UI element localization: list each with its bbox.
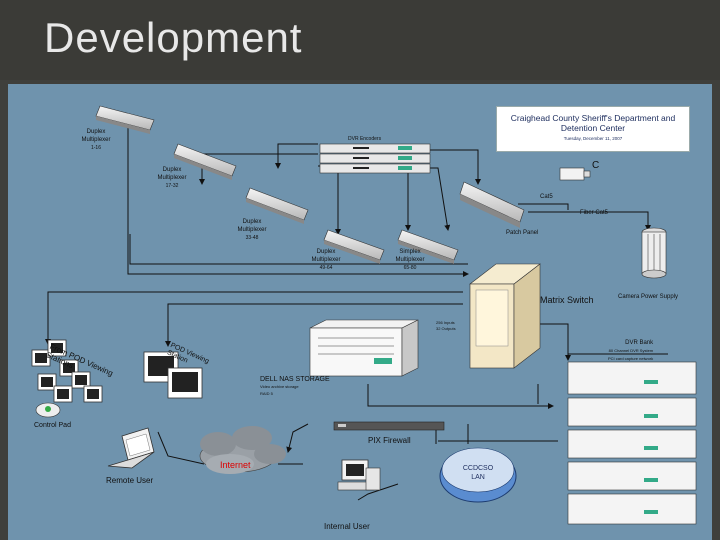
- link-line: [157, 431, 205, 465]
- link-line: [129, 234, 468, 265]
- mux3-label-a: Duplex: [242, 219, 262, 225]
- org-header-box: Craighead County Sheriff's Department an…: [496, 106, 690, 152]
- internet-cloud: [199, 426, 286, 474]
- link-line: [165, 303, 463, 347]
- mux1-label-b: Multiplexer: [81, 137, 111, 143]
- link-line: [318, 165, 341, 235]
- link-line: [127, 114, 469, 277]
- cat5-label: Cat5: [540, 194, 553, 200]
- mux4-label-c: 49-64: [319, 265, 333, 271]
- multiplexer-5: [397, 229, 459, 264]
- remote-laptop: [107, 427, 155, 469]
- mux4-label-a: Duplex: [316, 249, 336, 255]
- mux2-label-b: Multiplexer: [157, 175, 187, 181]
- diagram-canvas: [31, 105, 697, 525]
- encoder-label: DVR Encoders: [348, 136, 382, 142]
- internet-label: Internet: [220, 460, 251, 470]
- lan-disc: [439, 447, 517, 503]
- org-line-2: Detention Center: [560, 123, 626, 133]
- network-diagram: Craighead County Sheriff's Department an…: [8, 84, 712, 540]
- camera-power-label: Camera Power Supply: [618, 294, 679, 300]
- mux5-label-c: 65-80: [403, 265, 417, 271]
- link-line: [367, 384, 554, 409]
- mux5-label-a: Simplex: [399, 249, 421, 255]
- fiber-cat5-label: Fiber Cat5: [580, 210, 609, 216]
- link-line: [420, 167, 451, 231]
- mux1-label-c: 1-16: [90, 145, 101, 151]
- link-line: [357, 483, 399, 501]
- matrix-switch-label: Matrix Switch: [540, 295, 594, 305]
- mux2-label-c: 17-32: [165, 183, 179, 189]
- mux3-label-c: 33-48: [245, 235, 259, 241]
- link-line: [275, 143, 318, 169]
- matrix-switch-cabinet: [469, 263, 541, 369]
- link-line: [528, 211, 651, 231]
- control-pad-device: [35, 402, 61, 418]
- mux2-label-a: Duplex: [162, 167, 182, 173]
- internal-user-label: Internal User: [324, 522, 370, 531]
- dvr-bank-label-b: 80 Channel DVR System: [608, 348, 654, 353]
- mux4-label-b: Multiplexer: [311, 257, 341, 263]
- patch-panel-label: Patch Panel: [506, 230, 539, 236]
- link-line: [518, 203, 569, 210]
- multiplexer-2: [173, 143, 237, 180]
- pix-label: PIX Firewall: [368, 436, 411, 445]
- link-line: [538, 323, 571, 361]
- mux3-label-b: Multiplexer: [237, 227, 267, 233]
- dvr-bank-label-a: DVR Bank: [625, 340, 654, 346]
- nas-label-a: DELL NAS STORAGE: [260, 376, 330, 383]
- matrix-note-1: 256 Inputs: [436, 320, 455, 325]
- encoder-stack: [319, 143, 431, 174]
- camera-power-supply: [641, 227, 667, 279]
- dvr-bank: [567, 361, 697, 525]
- slide-title: Development: [44, 14, 303, 61]
- org-line-1: Craighead County Sheriff's Department an…: [510, 113, 676, 123]
- remote-user-label: Remote User: [106, 476, 154, 485]
- camera-label: C: [592, 160, 600, 171]
- lan-label-a: CCDCSO: [462, 465, 494, 472]
- nas-storage: [309, 319, 419, 377]
- org-name: Craighead County Sheriff's Department an…: [497, 113, 689, 133]
- pix-firewall: [333, 421, 445, 431]
- org-date: Tuesday, December 11, 2007: [563, 136, 623, 141]
- multiplexer-3: [245, 187, 309, 224]
- nas-label-b: Video archive storage: [260, 384, 299, 389]
- title-bar: [0, 0, 720, 80]
- link-line: [286, 423, 309, 453]
- pod-viewing-monitors: [31, 339, 103, 403]
- pod-viewing-station: [143, 351, 203, 399]
- nas-label-c: RAID 5: [260, 391, 273, 396]
- mux1-label-a: Duplex: [86, 129, 106, 135]
- multiplexer-1: [95, 105, 155, 134]
- control-pad-label: Control Pad: [34, 422, 71, 429]
- link-line: [428, 149, 481, 185]
- mux5-label-b: Multiplexer: [395, 257, 425, 263]
- patch-panel: [459, 181, 525, 228]
- matrix-note-2: 32 Outputs: [436, 326, 456, 331]
- internal-user-pc: [337, 459, 381, 491]
- dvr-bank-label-c: PCI card capture network: [608, 356, 654, 361]
- lan-label-b: LAN: [471, 474, 485, 481]
- camera-device: [559, 167, 591, 181]
- link-line: [45, 291, 463, 345]
- multiplexer-4: [323, 229, 385, 264]
- lan-label: CCDCSO LAN: [456, 464, 500, 482]
